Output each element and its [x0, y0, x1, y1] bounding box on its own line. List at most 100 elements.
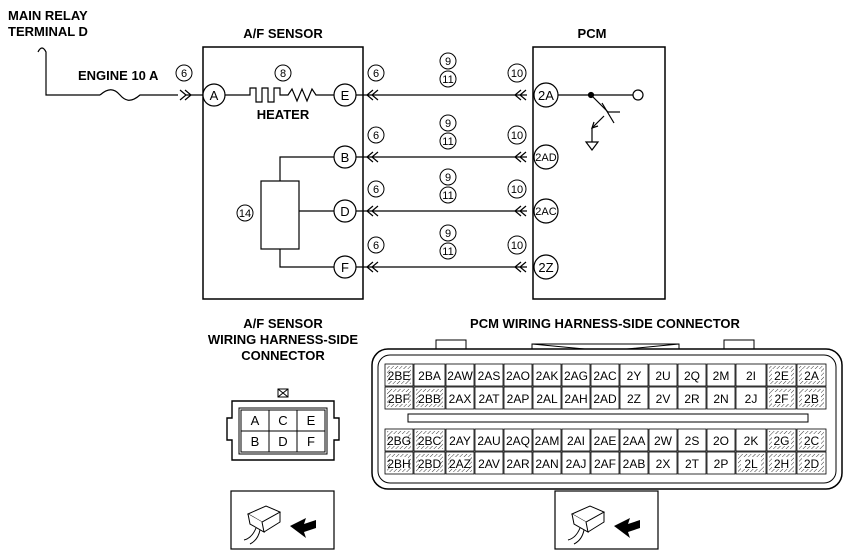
pcm-connector-cell-label: 2AB	[623, 457, 646, 471]
pcm-connector-cell	[503, 428, 533, 452]
main-relay-label-1: MAIN RELAY	[8, 8, 88, 23]
pcm-cell-hatch-inner	[390, 434, 408, 446]
pcm-connector-cell	[706, 451, 736, 475]
pcm-connector-cell-label: 2Y	[627, 369, 642, 383]
svg-text:11: 11	[442, 190, 453, 202]
svg-text:9: 9	[445, 118, 451, 130]
heater-element	[225, 87, 334, 103]
pcm-connector-cell	[590, 451, 620, 475]
pcm-connector-cell-label: 2BD	[418, 457, 442, 471]
svg-text:10: 10	[511, 184, 523, 196]
pcm-connector-cell	[735, 363, 767, 387]
pcm-connector-cell-label: 2J	[745, 392, 758, 406]
svg-text:11: 11	[442, 246, 453, 258]
pcm-connector-cell-label: 2AR	[506, 457, 530, 471]
af-connector-cell-label: B	[251, 434, 260, 449]
pcm-connector-cell-label: 2BC	[418, 434, 442, 448]
pcm-connector-cell-label: 2AE	[594, 434, 617, 448]
wire-f-2z	[356, 261, 527, 273]
svg-text:10: 10	[511, 240, 523, 252]
pcm-cell-hatch-inner	[772, 457, 791, 469]
pcm-connector-cell	[677, 428, 707, 452]
pcm-box	[532, 46, 666, 300]
pcm-connector-cell-label: 2L	[744, 457, 758, 471]
pcm-connector-cell	[561, 386, 591, 410]
svg-text:9: 9	[445, 172, 451, 184]
pcm-cell-hatch-inner	[802, 369, 821, 381]
pcm-connector-cell-label: 2AG	[564, 369, 588, 383]
pcm-connector-cell	[413, 363, 446, 387]
pcm-connector-cell	[590, 428, 620, 452]
pcm-connector-cell-label: 2BE	[388, 369, 411, 383]
pcm-connector-cell-label: 2P	[714, 457, 729, 471]
svg-text:D: D	[340, 204, 349, 219]
pcm-connector-cell-label: 2AL	[536, 392, 558, 406]
pcm-connector-cell	[677, 451, 707, 475]
pcm-connector-cell-label: 2B	[804, 392, 819, 406]
af-connector-cell-label: F	[307, 434, 315, 449]
pcm-connector-cell-label: 2AS	[478, 369, 501, 383]
pcm-connector-cell	[561, 363, 591, 387]
svg-text:10: 10	[511, 68, 523, 80]
sensing-element	[260, 180, 300, 250]
pcm-connector-cell	[532, 386, 562, 410]
svg-text:9: 9	[445, 56, 451, 68]
pcm-cell-hatch-inner	[772, 392, 791, 404]
pcm-connector-cell-label: 2S	[685, 434, 700, 448]
pcm-connector-cell	[474, 428, 504, 452]
wire-d-2ac	[356, 205, 527, 217]
svg-text:2A: 2A	[538, 88, 554, 103]
svg-text:6: 6	[373, 240, 379, 252]
svg-text:2Z: 2Z	[538, 260, 553, 275]
pcm-connector-cell-label: 2AK	[536, 369, 559, 383]
pcm-connector-cell-label: 2T	[685, 457, 700, 471]
pcm-cell-hatch-inner	[451, 457, 469, 469]
wire-e-2a	[356, 89, 527, 101]
pcm-connector-cell-label: 2AI	[567, 434, 585, 448]
pcm-connector-cell-label: 2X	[656, 457, 671, 471]
pcm-cell-hatch-inner	[802, 457, 821, 469]
svg-text:11: 11	[442, 136, 453, 148]
svg-text:6: 6	[373, 184, 379, 196]
pcm-connector-cell-label: 2BF	[388, 392, 410, 406]
pcm-connector-cell	[503, 386, 533, 410]
pcm-connector-cell-label: 2AM	[535, 434, 560, 448]
pcm-connector-cell-label: 2U	[655, 369, 670, 383]
pcm-cell-hatch-inner	[390, 369, 408, 381]
pcm-cell-hatch-inner	[390, 457, 408, 469]
pcm-connector-cell-label: 2AC	[593, 369, 617, 383]
pcm-connector-title: PCM WIRING HARNESS-SIDE CONNECTOR	[470, 316, 740, 331]
callouts-row-3: 6 9 11 10	[367, 168, 527, 204]
pcm-connector-cell-label: 2AD	[593, 392, 617, 406]
pcm-connector-cell-label: 2AY	[449, 434, 471, 448]
pcm-connector-cell	[706, 386, 736, 410]
pcm-connector-cell-label: 2AA	[623, 434, 646, 448]
pcm-cell-hatch-inner	[419, 434, 440, 446]
pcm-title: PCM	[578, 26, 607, 41]
callout-14	[236, 204, 254, 222]
svg-text:F: F	[341, 260, 349, 275]
pcm-connector-cell	[619, 451, 649, 475]
af-connector-cell-label: C	[278, 413, 287, 428]
svg-text:B: B	[341, 150, 350, 165]
pcm-connector-cell	[735, 428, 767, 452]
pcm-connector-cell-label: 2I	[746, 369, 756, 383]
pcm-terminal-2z	[533, 254, 559, 280]
pcm-connector-cell	[561, 428, 591, 452]
pcm-connector-cell-label: 2AV	[478, 457, 500, 471]
svg-text:14: 14	[239, 208, 251, 220]
svg-text:10: 10	[511, 130, 523, 142]
svg-text:6: 6	[373, 130, 379, 142]
pcm-connector-cell-label: 2AW	[447, 369, 473, 383]
pcm-cell-hatch-inner	[390, 392, 408, 404]
pcm-connector-cell-label: 2AT	[478, 392, 500, 406]
pcm-connector-cell-label: 2AO	[506, 369, 530, 383]
pcm-connector-cell-label: 2AF	[594, 457, 616, 471]
pcm-connector-cell-label: 2E	[774, 369, 789, 383]
pcm-connector-cell-label: 2Q	[684, 369, 700, 383]
pcm-connector-cell	[648, 386, 678, 410]
af-sensor-title: A/F SENSOR	[243, 26, 323, 41]
